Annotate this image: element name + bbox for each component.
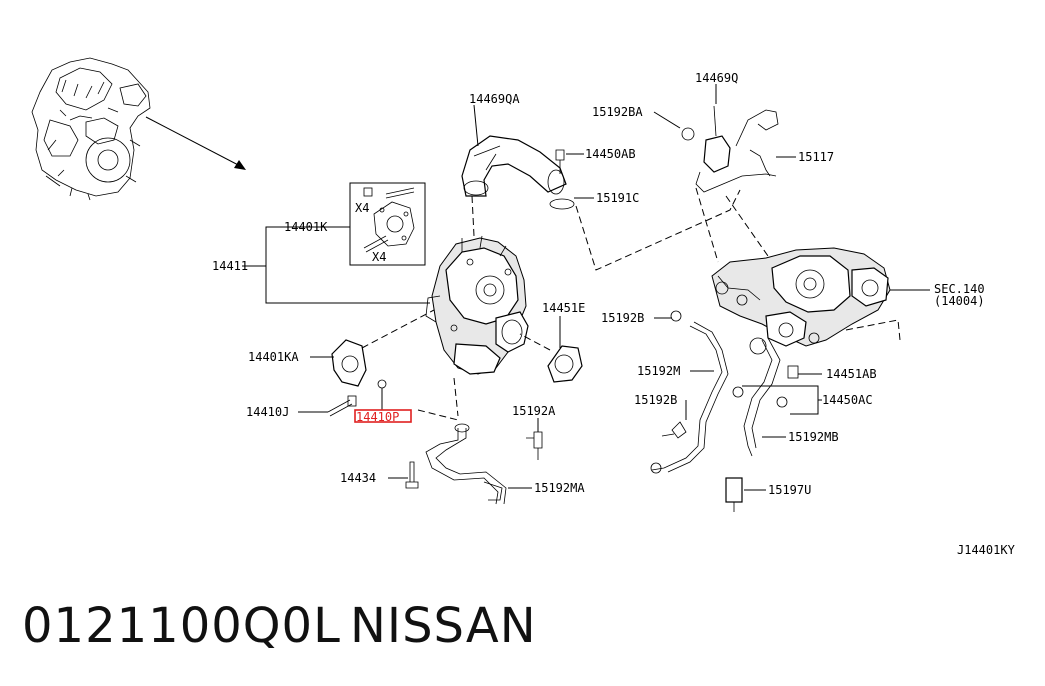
gasket-kit-inset xyxy=(349,182,426,266)
gasket-14451E xyxy=(547,345,583,383)
footer-brand: NISSAN xyxy=(350,598,537,654)
callout-15192B-top[interactable]: 15192B xyxy=(601,311,644,325)
callout-14401K[interactable]: 14401K xyxy=(284,220,328,234)
gasket-14401KA xyxy=(331,339,367,387)
callout-x4-bottom: X4 xyxy=(372,250,386,264)
callout-15192MB[interactable]: 15192MB xyxy=(788,430,839,444)
bolt-15192B-low xyxy=(661,421,687,439)
hose-15197U xyxy=(725,477,743,512)
leader-lines xyxy=(242,84,930,491)
callout-15117[interactable]: 15117 xyxy=(798,150,834,164)
callout-14451E[interactable]: 14451E xyxy=(542,301,585,315)
bolt-15192A xyxy=(526,431,543,460)
callout-14411[interactable]: 14411 xyxy=(212,259,248,273)
turbocharger-assembly xyxy=(425,235,529,375)
callout-15192MA[interactable]: 15192MA xyxy=(534,481,585,495)
callout-14410J[interactable]: 14410J xyxy=(246,405,289,419)
callout-sec140[interactable]: SEC.140 xyxy=(934,282,985,296)
callout-15192BA[interactable]: 15192BA xyxy=(592,105,643,119)
connection-lines xyxy=(361,187,901,421)
callout-14401KA[interactable]: 14401KA xyxy=(248,350,299,364)
callout-14450AB[interactable]: 14450AB xyxy=(585,147,636,161)
callout-14434[interactable]: 14434 xyxy=(340,471,376,485)
callout-labels: 14469QA 14469Q 15192BA 14450AB 15117 151… xyxy=(212,71,985,497)
bolt-14451AB xyxy=(787,365,799,379)
highlight-box xyxy=(354,409,412,423)
nut-14410P xyxy=(377,379,387,389)
oil-pipe-15192M xyxy=(650,310,729,474)
diagram-reference-code: J14401KY xyxy=(957,543,1015,557)
intake-pipe xyxy=(461,135,567,197)
callout-15192A[interactable]: 15192A xyxy=(512,404,556,418)
callout-14451AB[interactable]: 14451AB xyxy=(826,367,877,381)
bolt-14434 xyxy=(405,461,419,489)
oil-pipe-15192MA xyxy=(425,423,507,505)
oil-pipe-15192MB xyxy=(732,337,788,457)
footer-part-number: 0121100Q0L xyxy=(22,598,341,654)
callout-15197U[interactable]: 15197U xyxy=(768,483,811,497)
bolt-14450AB xyxy=(555,149,565,174)
callout-x4-top: X4 xyxy=(355,201,369,215)
engine-overview-illustration xyxy=(31,57,151,201)
stud-14410J xyxy=(327,395,357,417)
engine-block-right xyxy=(711,247,891,347)
callout-14469QA[interactable]: 14469QA xyxy=(469,92,520,106)
callout-14469Q[interactable]: 14469Q xyxy=(695,71,738,85)
callout-14450AC[interactable]: 14450AC xyxy=(822,393,873,407)
callout-15192B-low[interactable]: 15192B xyxy=(634,393,677,407)
callout-sec140-sub: (14004) xyxy=(934,294,985,308)
callout-15191C[interactable]: 15191C xyxy=(596,191,639,205)
overview-arrow xyxy=(145,116,246,170)
callout-14410P[interactable]: 14410P xyxy=(356,410,399,424)
o-ring-15191C xyxy=(549,198,575,210)
pressure-sensor xyxy=(681,105,779,193)
callout-15192M[interactable]: 15192M xyxy=(637,364,680,378)
